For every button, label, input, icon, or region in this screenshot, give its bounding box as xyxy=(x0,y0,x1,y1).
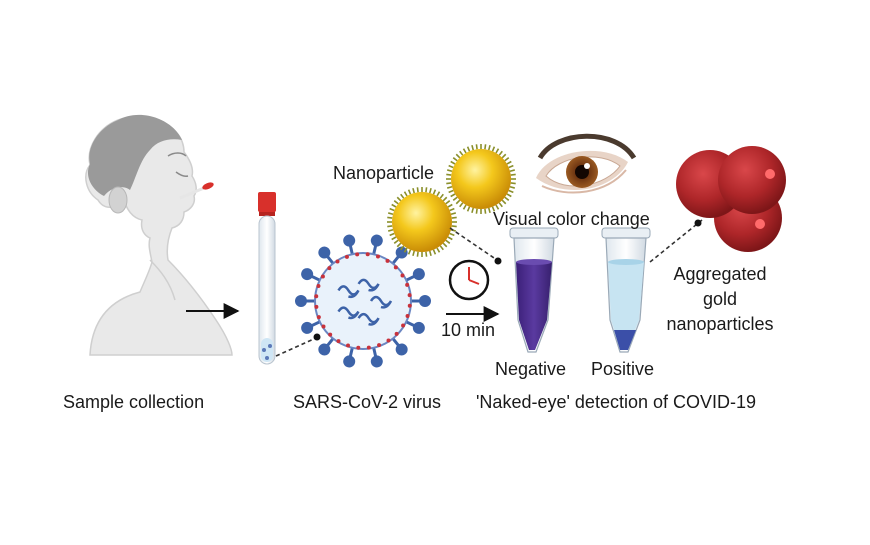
collection-tube-icon xyxy=(258,192,276,364)
eye-icon xyxy=(536,136,634,192)
label-gold: gold xyxy=(665,290,775,310)
label-nanoparticle: Nanoparticle xyxy=(333,164,434,184)
label-visual-color-change: Visual color change xyxy=(493,210,650,230)
label-negative: Negative xyxy=(495,360,566,380)
gold-nanoparticle-icon xyxy=(387,144,516,257)
dashed-connector xyxy=(450,228,500,262)
label-nanoparticles: nanoparticles xyxy=(665,315,775,335)
label-positive: Positive xyxy=(591,360,654,380)
person-head-illustration xyxy=(86,115,232,355)
negative-tube-icon xyxy=(510,228,558,352)
sars-cov-2-virus-icon xyxy=(295,233,431,368)
connector-dot xyxy=(495,258,502,265)
dashed-connector xyxy=(650,220,702,262)
clock-icon xyxy=(450,261,488,299)
connector-dot xyxy=(695,220,702,227)
label-sample-collection: Sample collection xyxy=(63,393,204,413)
connector-dot xyxy=(314,334,321,341)
label-time: 10 min xyxy=(441,321,495,341)
aggregated-nanoparticles-icon xyxy=(676,146,786,252)
label-naked-eye-detection: 'Naked-eye' detection of COVID-19 xyxy=(476,393,756,413)
dashed-connector xyxy=(276,338,316,356)
positive-tube-icon xyxy=(602,228,650,352)
label-aggregated: Aggregated xyxy=(665,265,775,285)
label-virus: SARS-CoV-2 virus xyxy=(293,393,441,413)
